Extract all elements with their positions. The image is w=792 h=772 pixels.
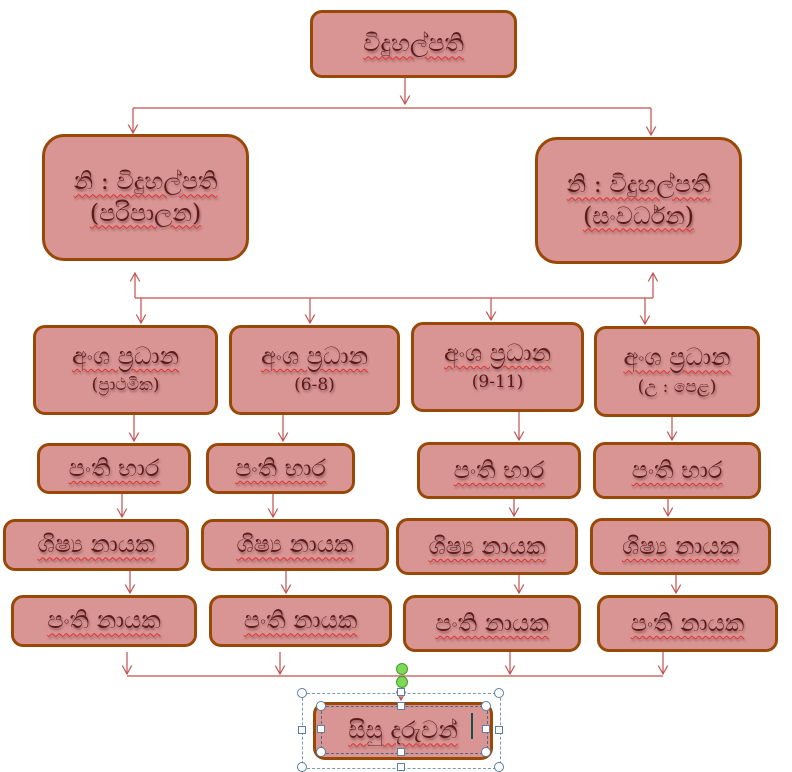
class-monitor-label: පංති නායක xyxy=(243,606,358,635)
student-leader-box[interactable]: ශිෂ්‍ය නායක xyxy=(396,518,578,575)
class-monitor-label: පංති නායක xyxy=(630,608,745,637)
class-teacher-box[interactable]: පංති භාර xyxy=(593,442,761,499)
section-sub-label: (උ : පෙළ) xyxy=(637,376,717,397)
section-sub-label: (6-8) xyxy=(294,375,335,395)
section-head-label: අංශ ප්‍රධාන xyxy=(260,341,369,370)
text-cursor xyxy=(471,713,473,739)
class-monitor-box[interactable]: පංති නායක xyxy=(209,595,392,647)
section-head-label: අංශ ප්‍රධාන xyxy=(623,343,731,372)
rotate-handle[interactable] xyxy=(396,676,408,688)
class-teacher-label: පංති භාර xyxy=(453,455,545,484)
class-teacher-label: පංති භාර xyxy=(631,455,723,484)
resize-handle[interactable] xyxy=(316,747,326,757)
class-teacher-box[interactable]: පංති භාර xyxy=(37,443,191,494)
student-leader-box[interactable]: ශිෂ්‍ය නායක xyxy=(590,518,771,575)
deputy-sub-label: (සංවර්ධන) xyxy=(582,201,695,230)
resize-handle[interactable] xyxy=(495,726,503,734)
selection-frame-inner[interactable] xyxy=(321,706,488,754)
resize-handle[interactable] xyxy=(481,701,491,711)
resize-handle[interactable] xyxy=(481,747,491,757)
section-head-box[interactable]: අංශ ප්‍රධාන (6-8) xyxy=(229,325,400,415)
deputy-principal-admin-box[interactable]: නි : විදුහල්පති (පරිපාලන) xyxy=(42,134,249,261)
rotate-handle[interactable] xyxy=(396,663,408,675)
deputy-label: නි : විදුහල්පති xyxy=(73,167,218,196)
class-teacher-label: පංති භාර xyxy=(235,453,326,482)
section-head-box[interactable]: අංශ ප්‍රධාන (ප්‍රාථමික) xyxy=(33,325,218,415)
resize-handle[interactable] xyxy=(298,726,306,734)
class-monitor-box[interactable]: පංති නායක xyxy=(403,595,581,652)
student-leader-label: ශිෂ්‍ය නායක xyxy=(236,530,354,559)
resize-handle[interactable] xyxy=(317,725,325,733)
resize-handle[interactable] xyxy=(397,748,405,756)
student-leader-label: ශිෂ්‍ය නායක xyxy=(621,531,740,560)
class-teacher-label: පංති භාර xyxy=(68,453,160,482)
deputy-principal-dev-box[interactable]: නි : විදුහල්පති (සංවර්ධන) xyxy=(535,137,742,264)
student-leader-label: ශිෂ්‍ය නායක xyxy=(428,531,546,560)
students-label: සිසු දරුවන් xyxy=(348,716,458,745)
principal-label: විදුහල්පති xyxy=(363,29,464,58)
section-head-label: අංශ ප්‍රධාන xyxy=(71,341,180,370)
class-teacher-box[interactable]: පංති භාර xyxy=(206,443,355,494)
section-head-label: අංශ ප්‍රධාන xyxy=(443,338,552,367)
deputy-label: නි : විදුහල්පති xyxy=(566,170,711,199)
section-sub-label: (9-11) xyxy=(471,372,524,392)
section-sub-label: (ප්‍රාථමික) xyxy=(91,375,160,395)
resize-handle[interactable] xyxy=(494,762,504,772)
class-monitor-box[interactable]: පංති නායක xyxy=(11,595,197,647)
resize-handle[interactable] xyxy=(494,688,504,698)
resize-handle[interactable] xyxy=(397,688,405,696)
resize-handle[interactable] xyxy=(297,762,307,772)
section-head-box[interactable]: අංශ ප්‍රධාන (උ : පෙළ) xyxy=(594,326,760,417)
resize-handle[interactable] xyxy=(397,702,405,710)
class-monitor-box[interactable]: පංති නායක xyxy=(597,595,778,652)
student-leader-label: ශිෂ්‍ය නායක xyxy=(37,530,155,559)
class-monitor-label: පංති නායක xyxy=(435,608,549,637)
principal-box[interactable]: විදුහල්පති xyxy=(310,10,517,78)
resize-handle[interactable] xyxy=(397,763,405,771)
class-teacher-box[interactable]: පංති භාර xyxy=(417,442,581,499)
student-leader-box[interactable]: ශිෂ්‍ය නායක xyxy=(3,519,189,571)
resize-handle[interactable] xyxy=(316,701,326,711)
section-head-box[interactable]: අංශ ප්‍රධාන (9-11) xyxy=(411,322,584,412)
student-leader-box[interactable]: ශිෂ්‍ය නායක xyxy=(201,519,389,571)
deputy-sub-label: (පරිපාලන) xyxy=(89,198,202,227)
resize-handle[interactable] xyxy=(297,688,307,698)
class-monitor-label: පංති නායක xyxy=(47,606,161,635)
resize-handle[interactable] xyxy=(482,725,490,733)
